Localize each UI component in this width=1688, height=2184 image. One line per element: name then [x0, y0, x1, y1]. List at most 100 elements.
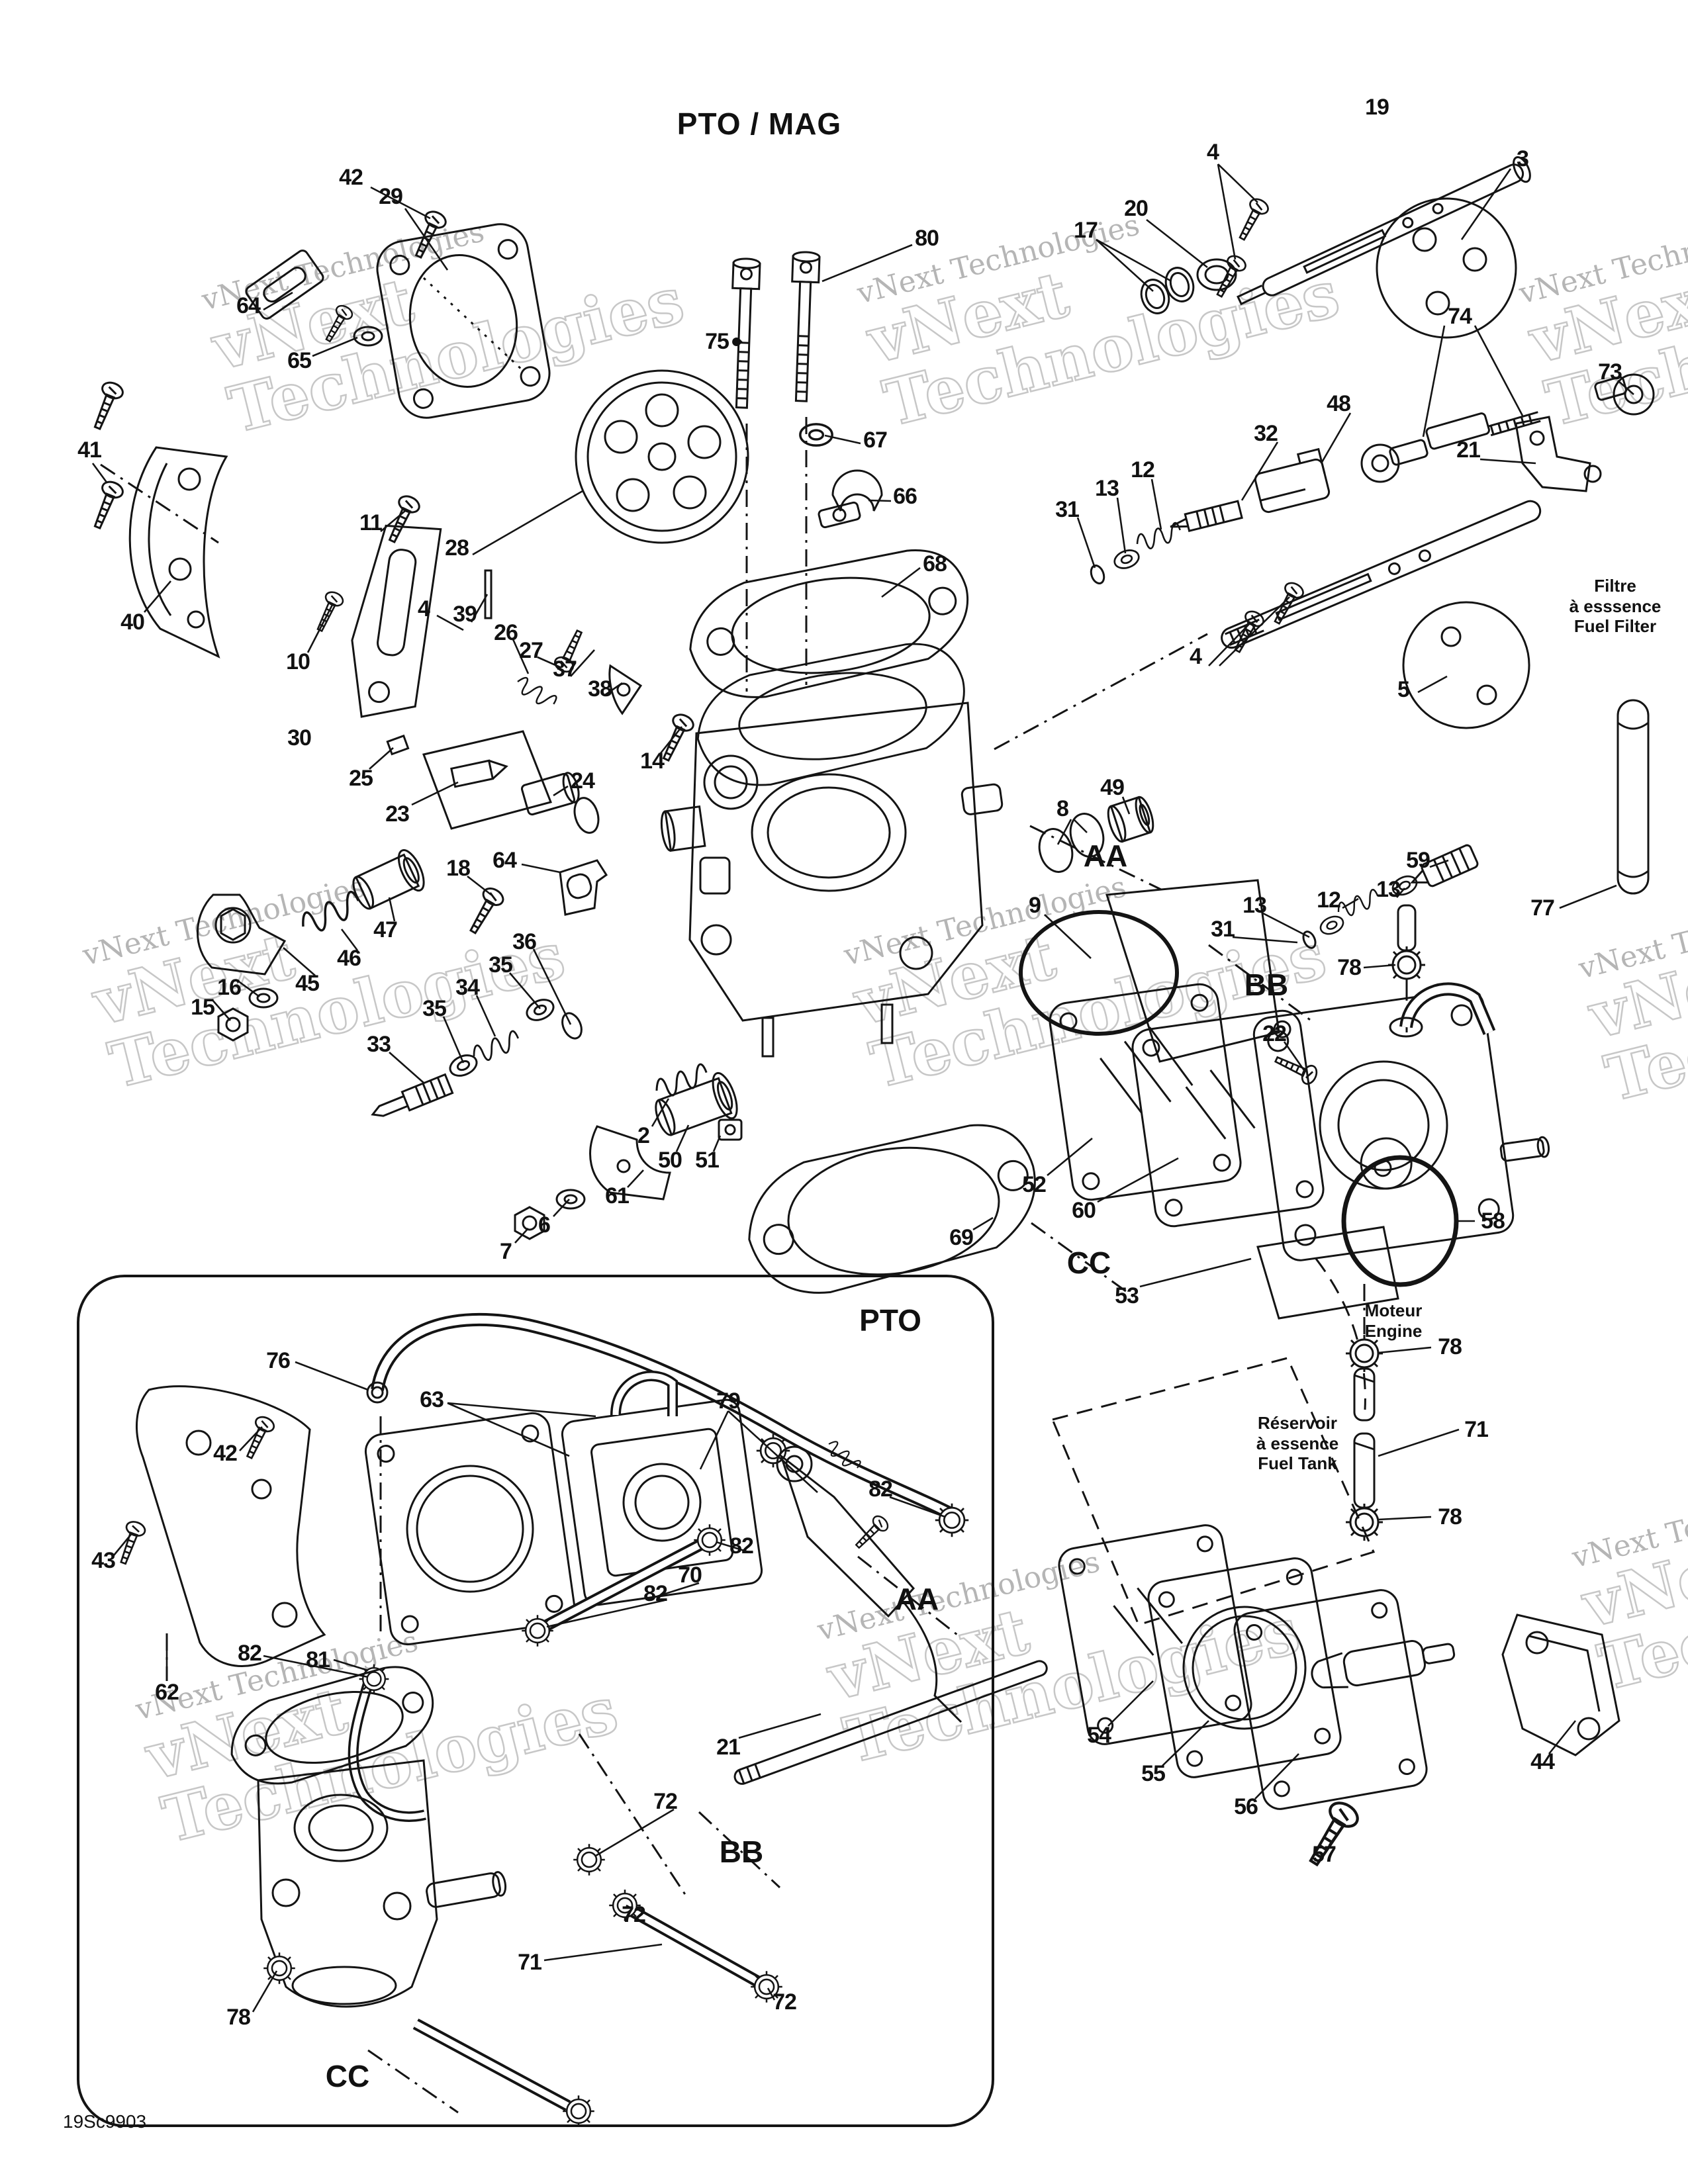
callout-9: 9 — [1029, 893, 1041, 918]
callout-79: 79 — [716, 1388, 741, 1414]
needle-jet-art — [1302, 844, 1479, 949]
callout-41: 41 — [77, 437, 102, 463]
callout-15: 15 — [191, 995, 215, 1020]
throttle-spring-lever-art — [197, 849, 608, 1042]
callout-69: 69 — [949, 1225, 974, 1250]
callout-63: 63 — [420, 1387, 444, 1412]
needle-seat-art — [386, 569, 697, 834]
callout-4: 4 — [1207, 140, 1219, 165]
callout-34: 34 — [455, 975, 480, 1000]
callout-71: 71 — [1464, 1417, 1489, 1442]
callout-10: 10 — [286, 649, 310, 674]
callout-24: 24 — [571, 768, 595, 794]
callout-74: 74 — [1448, 304, 1472, 329]
callout-13: 13 — [1376, 877, 1401, 902]
callout-5: 5 — [1397, 677, 1410, 702]
pto-pump-art — [113, 1371, 763, 1681]
fuel-pump-art — [1019, 879, 1550, 1410]
callout-60: 60 — [1072, 1198, 1096, 1223]
callout-81: 81 — [306, 1647, 330, 1672]
drawing-code: 19Sc9903 — [63, 2111, 147, 2132]
callout-31: 31 — [1211, 917, 1235, 942]
choke-plate-art — [310, 369, 749, 718]
callout-72: 72 — [622, 1902, 646, 1927]
callout-65: 65 — [287, 348, 312, 373]
callout-28: 28 — [445, 535, 469, 561]
section-axes-art — [367, 825, 1315, 2114]
callout-82: 82 — [868, 1477, 893, 1502]
engine-tube-art — [1344, 1284, 1384, 1542]
callout-67: 67 — [863, 428, 888, 453]
callout-66: 66 — [893, 484, 917, 509]
pto-tubes-art — [348, 1523, 727, 1822]
oil-droplet-icon — [730, 335, 743, 348]
callout-46: 46 — [337, 946, 361, 971]
main-jet-art — [1090, 447, 1331, 585]
carburetor-body-art — [660, 250, 1004, 1058]
callout-50: 50 — [658, 1148, 682, 1173]
callout-58: 58 — [1481, 1208, 1505, 1234]
callout-2: 2 — [637, 1123, 650, 1148]
callout-8: 8 — [1056, 796, 1069, 821]
pump-cover-set-art — [1058, 1524, 1620, 1871]
throttle-shaft-art — [994, 500, 1542, 873]
float-bowl-gasket-art — [748, 1124, 1036, 1294]
callout-21: 21 — [716, 1735, 741, 1760]
callout-35: 35 — [422, 996, 447, 1021]
callout-53: 53 — [1115, 1283, 1139, 1308]
callout-23: 23 — [385, 801, 410, 827]
callout-13: 13 — [1095, 476, 1119, 501]
turnbuckle-linkage-art — [1360, 373, 1655, 492]
callout-29: 29 — [379, 184, 403, 209]
leader-lines — [91, 163, 1634, 2013]
pto-linkage-art — [733, 1437, 1048, 1785]
callout-32: 32 — [1254, 421, 1278, 446]
callout-75: 75 — [705, 330, 743, 353]
callout-25: 25 — [349, 766, 373, 791]
fuel-filter-art — [1617, 699, 1650, 895]
callout-6: 6 — [538, 1212, 551, 1238]
callout-70: 70 — [678, 1563, 702, 1588]
callout-77: 77 — [1530, 895, 1555, 921]
mag-gasket-plate-art — [245, 207, 551, 419]
callout-47: 47 — [373, 917, 398, 942]
callout-40: 40 — [120, 610, 145, 635]
callout-73: 73 — [1598, 359, 1622, 385]
callout-78: 78 — [1438, 1334, 1462, 1359]
callout-54: 54 — [1087, 1723, 1111, 1748]
callout-4: 4 — [1190, 644, 1202, 669]
callout-38: 38 — [588, 676, 612, 702]
callout-12: 12 — [1317, 887, 1341, 913]
callout-26: 26 — [494, 620, 518, 645]
callout-42: 42 — [213, 1441, 238, 1466]
section-marker-bb: BB — [1244, 968, 1289, 1002]
callout-33: 33 — [367, 1032, 391, 1057]
fuel-tank-outline-art — [1051, 1357, 1376, 1626]
pto-box-label: PTO — [859, 1303, 921, 1338]
idle-mixture-parts-art — [371, 995, 743, 1240]
callout-27: 27 — [519, 638, 543, 663]
callout-64: 64 — [492, 848, 517, 873]
callout-14: 14 — [640, 749, 665, 774]
choke-shaft-art — [1135, 156, 1531, 339]
callout-35: 35 — [489, 952, 513, 978]
callout-82: 82 — [643, 1581, 668, 1606]
callout-7: 7 — [500, 1239, 512, 1264]
callout-51: 51 — [695, 1148, 720, 1173]
callout-17: 17 — [1074, 218, 1098, 243]
section-marker-cc: CC — [325, 2059, 370, 2093]
callout-78: 78 — [1337, 955, 1362, 980]
mounting-bracket-art — [86, 379, 228, 659]
callout-82: 82 — [238, 1641, 262, 1666]
callout-44: 44 — [1530, 1749, 1555, 1774]
callout-49: 49 — [1100, 775, 1125, 800]
callout-43: 43 — [91, 1548, 116, 1573]
pto-box-art — [77, 1275, 994, 2127]
page-title: PTO / MAG — [677, 107, 842, 141]
callout-71: 71 — [518, 1950, 542, 1975]
callout-13: 13 — [1243, 893, 1267, 918]
